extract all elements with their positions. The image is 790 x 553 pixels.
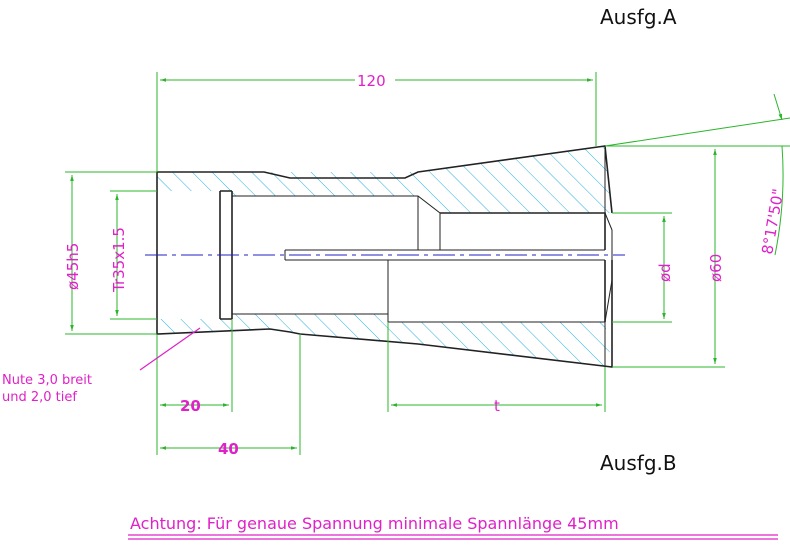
title-ausfg-a: Ausfg.A [600,5,677,29]
dim-45-label: ø45h5 [64,243,82,290]
title-ausfg-b: Ausfg.B [600,451,677,475]
dim-20-label: 20 [180,397,201,415]
dim-120-bg [355,70,395,88]
front-chamfer [604,146,613,367]
angle-arrow-top [773,93,783,121]
inner-bore-lower [232,260,605,323]
angle-ext-line [604,117,790,147]
front-bore [440,212,606,322]
upper-wall-hatch [157,146,612,213]
dim-t-label: t [494,397,500,415]
groove-leader-line [139,327,201,371]
collet-outline [156,145,613,368]
dim-d-label: ød [656,263,674,282]
groove-note-line1: Nute 3,0 breit [2,373,92,388]
dim-60-label: ø60 [707,254,725,282]
groove-note-line2: und 2,0 tief [2,390,77,405]
slot [284,249,605,261]
angle-arc [774,145,784,256]
dim-40-label: 40 [218,440,239,458]
warning-text: Achtung: Für genaue Spannung minimale Sp… [130,514,619,533]
dim-tr-label: Tr35x1.5 [110,227,128,293]
inner-bore-upper [232,195,441,250]
dim-angle-label: 8°17'50" [758,187,787,255]
dim-120-label: 120 [357,72,386,90]
